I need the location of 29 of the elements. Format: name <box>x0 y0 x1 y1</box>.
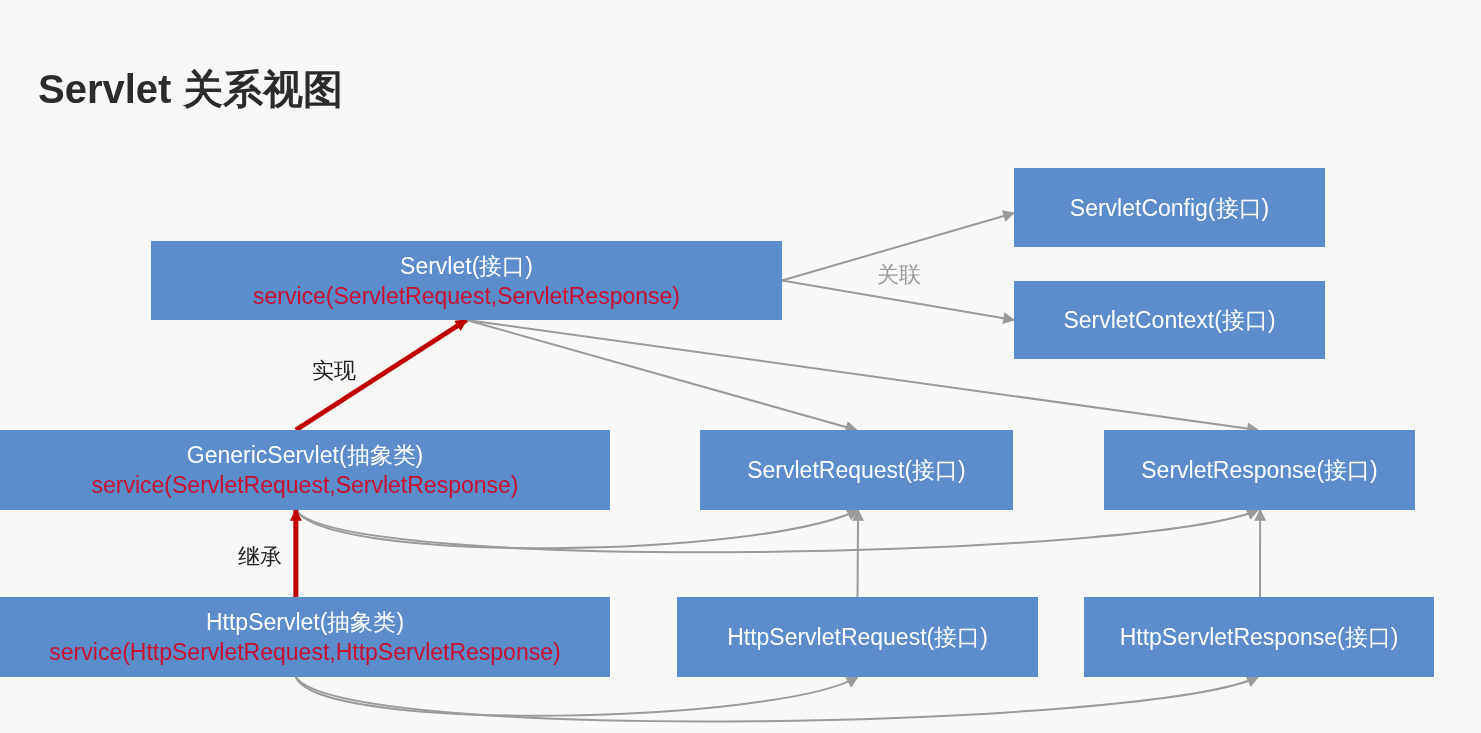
title: Servlet 关系视图 <box>38 66 343 113</box>
class-box <box>1014 168 1325 247</box>
class-box <box>700 430 1013 510</box>
arrow <box>465 319 858 433</box>
class-name: HttpServletResponse(接口) <box>1119 623 1399 652</box>
class-name: ServletResponse(接口) <box>1141 456 1378 485</box>
class-name: HttpServletRequest(接口) <box>727 623 988 652</box>
class-name: GenericServlet(抽象类) <box>186 441 424 470</box>
arrow <box>781 210 1016 282</box>
method-signature: service(ServletRequest,ServletResponse) <box>91 471 519 500</box>
class-name: ServletConfig(接口) <box>1069 193 1270 223</box>
arrow <box>781 279 1016 325</box>
class-box <box>1014 281 1325 359</box>
class-box <box>0 597 610 677</box>
arrow <box>1254 508 1267 598</box>
arrow <box>852 508 864 598</box>
class-name: ServletRequest(接口) <box>747 456 966 485</box>
class-box <box>677 597 1038 677</box>
class-box <box>151 241 782 320</box>
class-box <box>0 430 610 510</box>
method-signature: service(ServletRequest,ServletResponse) <box>253 281 680 311</box>
arrow <box>289 508 302 597</box>
class-box <box>1084 597 1434 677</box>
class-name: Servlet(接口) <box>400 251 533 281</box>
class-box <box>1104 430 1415 510</box>
class-name: ServletContext(接口) <box>1063 306 1276 335</box>
arrow <box>294 675 859 717</box>
method-signature: service(HttpServletRequest,HttpServletResponse) <box>49 638 561 667</box>
class-name: HttpServlet(抽象类) <box>205 608 405 637</box>
